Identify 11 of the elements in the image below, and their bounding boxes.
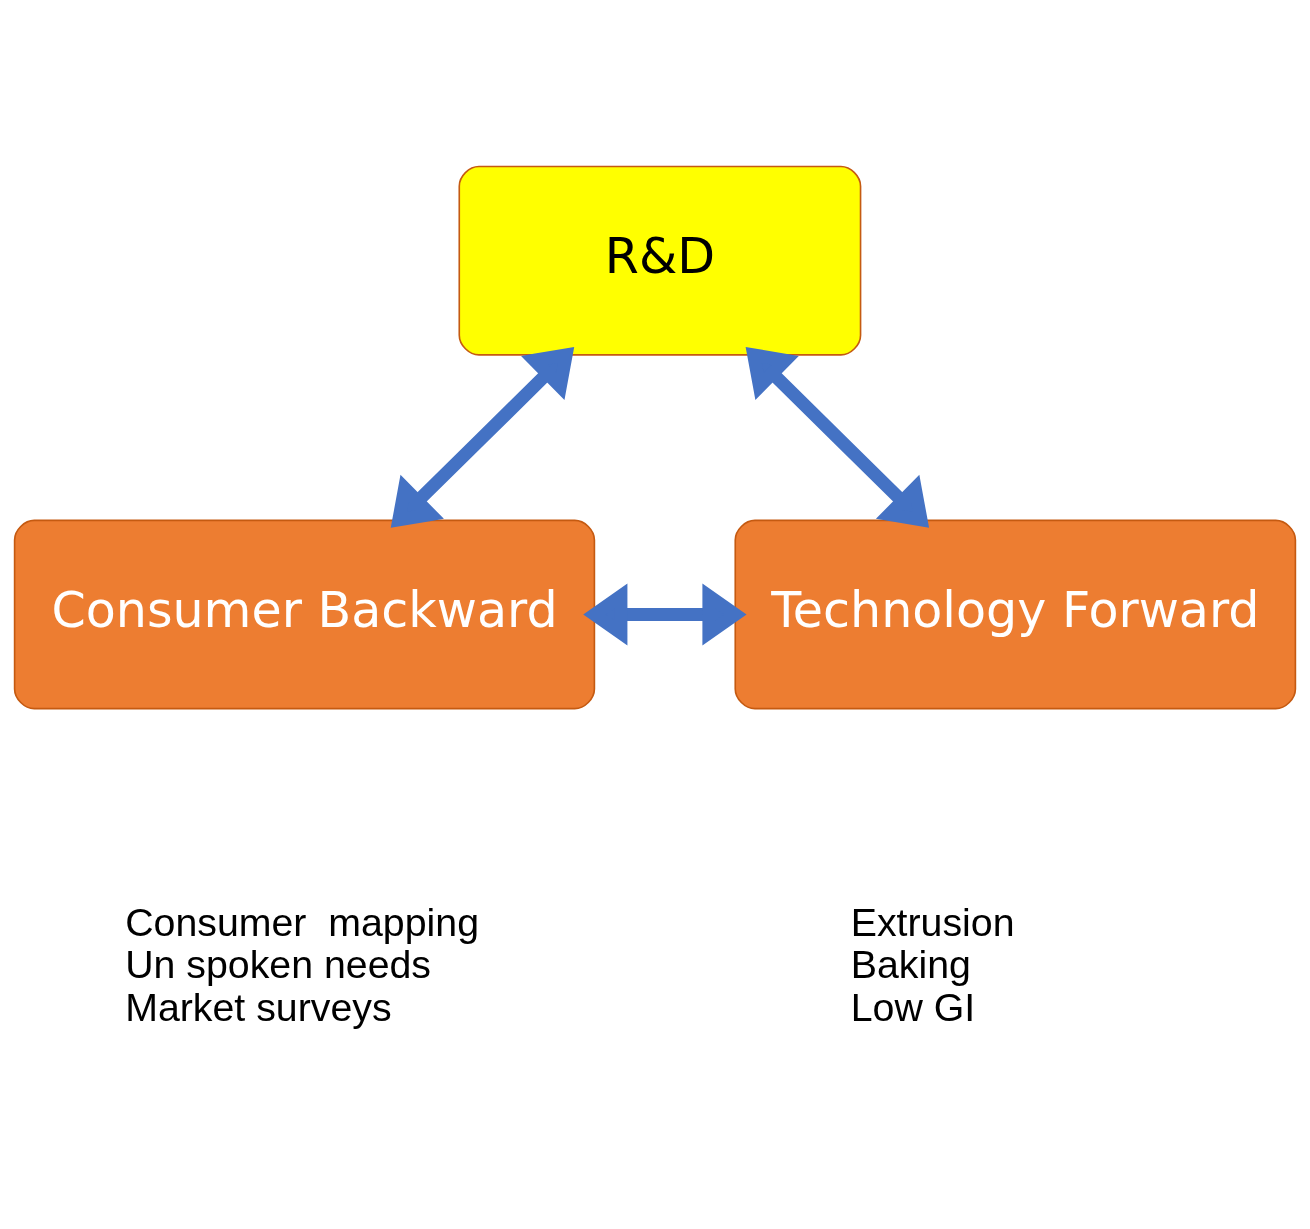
node-label: Extrusion	[850, 899, 1015, 944]
node-box: Technology Forward	[734, 519, 1297, 710]
node-label: Baking	[850, 942, 971, 987]
node-label: Low GI	[850, 985, 976, 1030]
node-label: Market surveys	[125, 985, 392, 1030]
arrow	[745, 346, 930, 528]
node-label: Consumer mapping	[125, 899, 480, 944]
node-box: R&D	[458, 165, 862, 356]
node-box: Consumer Backward	[13, 519, 596, 710]
arrow	[390, 346, 575, 528]
arrow	[583, 583, 747, 646]
